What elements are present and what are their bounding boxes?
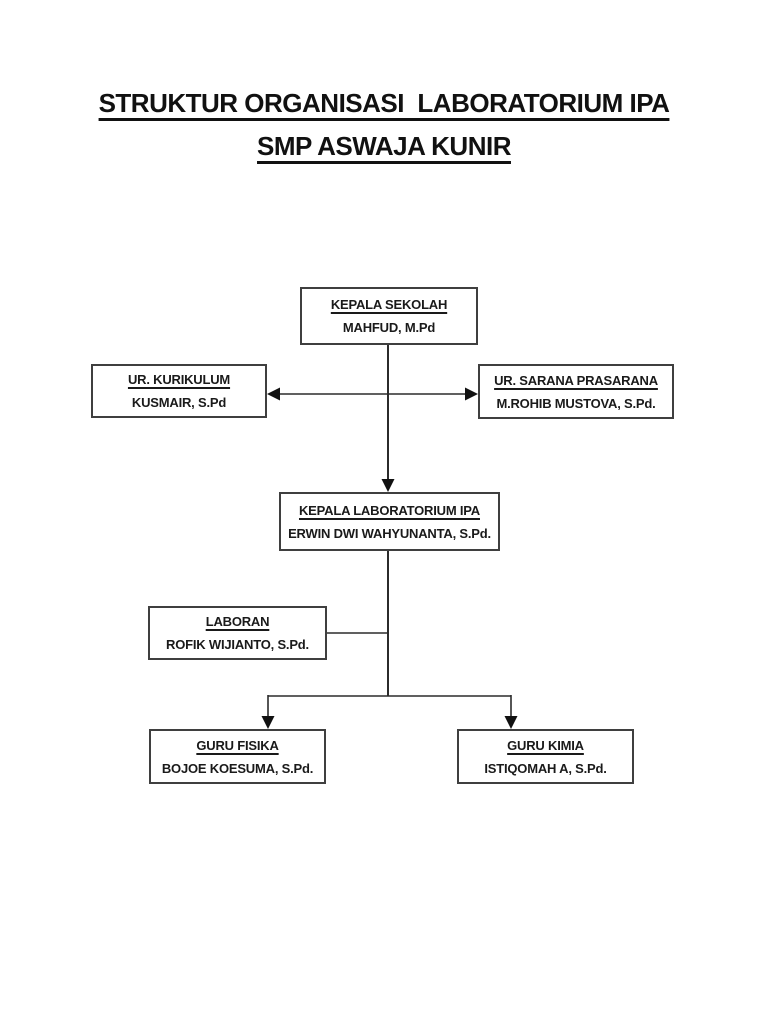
arrowhead-down-kimia xyxy=(504,716,518,729)
node-guru-fisika: GURU FISIKA BOJOE KOESUMA, S.Pd. xyxy=(149,729,326,784)
node-laboran-role: LABORAN xyxy=(205,614,270,629)
node-ur-kurikulum: UR. KURIKULUM KUSMAIR, S.Pd xyxy=(91,364,267,418)
node-ur-kurikulum-name: KUSMAIR, S.Pd xyxy=(131,395,227,410)
page-title-line2: SMP ASWAJA KUNIR xyxy=(257,131,511,161)
arrowhead-left-kurikulum xyxy=(267,387,280,401)
node-kepala-sekolah: KEPALA SEKOLAH MAHFUD, M.Pd xyxy=(300,287,478,345)
node-laboran: LABORAN ROFIK WIJIANTO, S.Pd. xyxy=(148,606,327,660)
node-kepala-laboratorium-role: KEPALA LABORATORIUM IPA xyxy=(298,502,480,518)
node-ur-kurikulum-role: UR. KURIKULUM xyxy=(127,372,231,387)
node-kepala-sekolah-role: KEPALA SEKOLAH xyxy=(330,297,448,312)
node-kepala-laboratorium-name: ERWIN DWI WAHYUNANTA, S.Pd. xyxy=(288,525,491,541)
page-title-line1: STRUKTUR ORGANISASI LABORATORIUM IPA xyxy=(98,88,670,118)
node-ur-sarana-prasarana: UR. SARANA PRASARANA M.ROHIB MUSTOVA, S.… xyxy=(478,364,674,419)
node-ur-sarana-prasarana-name: M.ROHIB MUSTOVA, S.Pd. xyxy=(496,395,656,411)
node-ur-sarana-prasarana-role: UR. SARANA PRASARANA xyxy=(494,372,658,388)
arrowhead-down-fisika xyxy=(261,716,275,729)
node-kepala-sekolah-name: MAHFUD, M.Pd xyxy=(342,320,436,335)
node-guru-kimia: GURU KIMIA ISTIQOMAH A, S.Pd. xyxy=(457,729,634,784)
node-guru-fisika-name: BOJOE KOESUMA, S.Pd. xyxy=(161,760,314,776)
node-guru-fisika-role: GURU FISIKA xyxy=(196,737,279,753)
node-guru-kimia-role: GURU KIMIA xyxy=(507,737,584,753)
arrowhead-down-lab xyxy=(381,479,395,492)
node-kepala-laboratorium: KEPALA LABORATORIUM IPA ERWIN DWI WAHYUN… xyxy=(279,492,500,551)
arrowhead-right-sarana xyxy=(465,387,478,401)
node-guru-kimia-name: ISTIQOMAH A, S.Pd. xyxy=(484,760,607,776)
node-laboran-name: ROFIK WIJIANTO, S.Pd. xyxy=(166,637,309,652)
